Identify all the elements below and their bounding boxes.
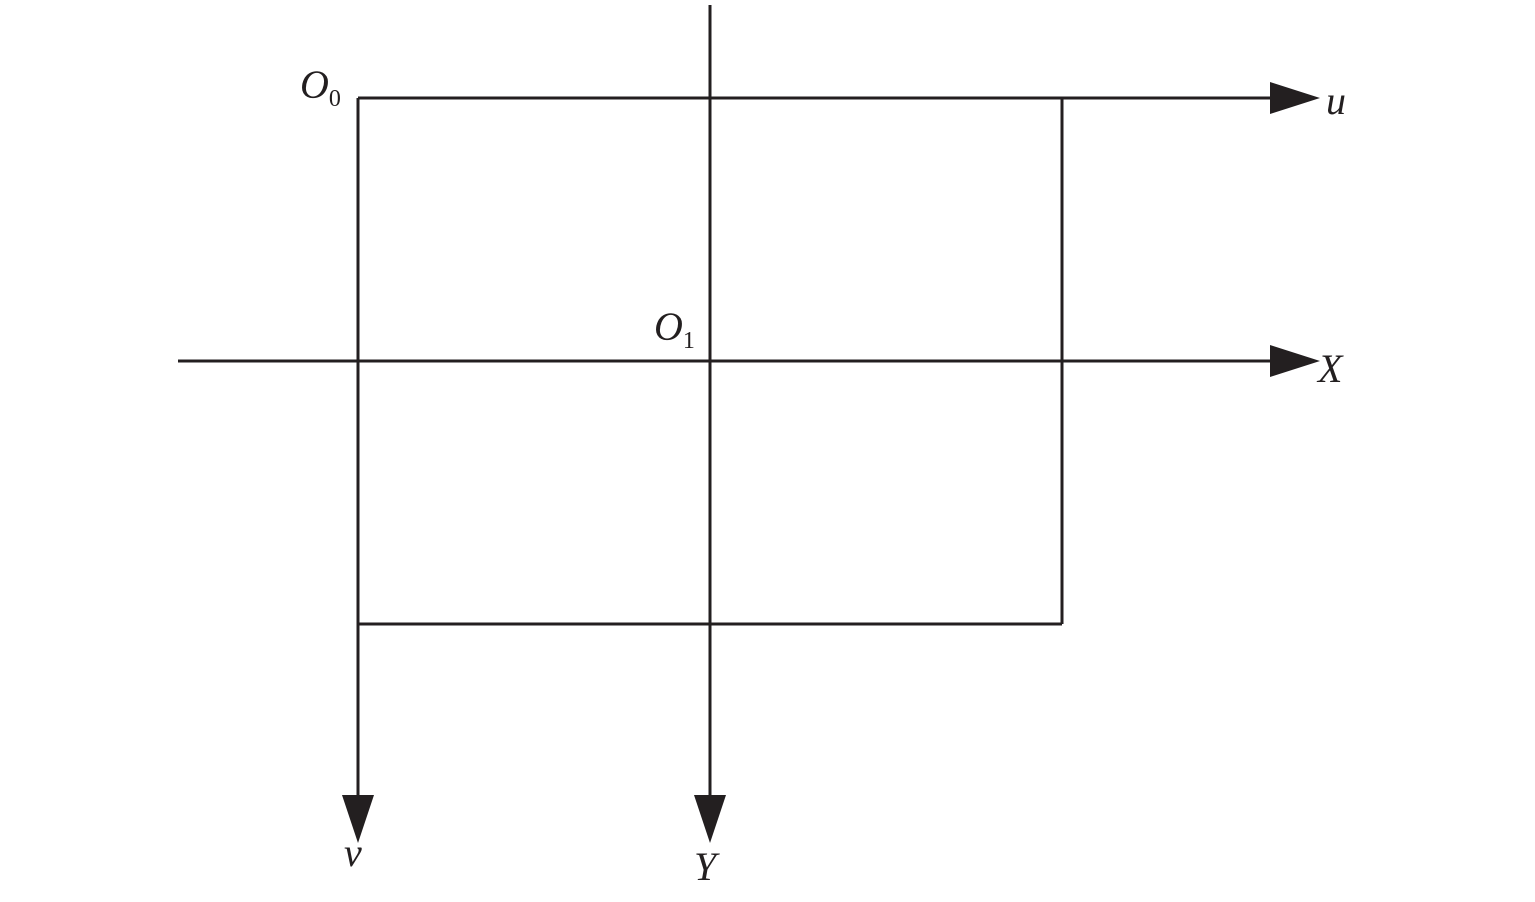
x-axis-label: X <box>1316 346 1344 391</box>
origin-o0-label: O0 <box>300 62 341 112</box>
u-axis-label: u <box>1326 78 1346 123</box>
x-axis-arrow <box>1270 345 1320 377</box>
y-axis-arrow <box>694 795 726 843</box>
v-axis-arrow <box>342 795 374 843</box>
y-axis-label: Y <box>694 844 720 889</box>
origin-o1-label: O1 <box>654 304 695 354</box>
u-axis-arrow <box>1270 82 1320 114</box>
v-axis-label: v <box>344 830 362 875</box>
